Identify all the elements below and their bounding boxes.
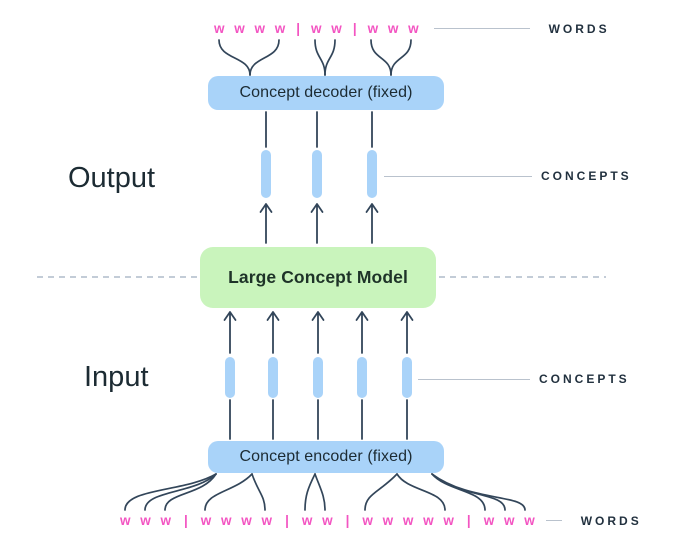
concept-bar [357,357,367,398]
word-group: w w w [367,21,419,36]
concept-decoder-box: Concept decoder (fixed) [208,76,444,110]
output-section-label: Output [68,162,156,194]
input-concept-bars [225,357,412,398]
large-concept-model-box: Large Concept Model [200,247,436,308]
word-group: w w w w [214,21,286,36]
concept-encoder-box: Concept encoder (fixed) [208,441,444,473]
concept-bar [402,357,412,398]
word-group: w w w [483,513,535,528]
word-group: w w [301,513,333,528]
concept-bar [261,150,271,198]
sentence-separator: | [285,513,289,528]
concept-bar [268,357,278,398]
words-callout-line [433,28,530,29]
concept-bar [312,150,322,198]
encoder-to-concept-lines [229,399,408,440]
sentence-separator: | [296,21,301,36]
word-group: w w w w w [362,513,454,528]
word-group: w w w [120,513,172,528]
concepts-annotation-input: CONCEPTS [539,372,630,386]
concept-bar [313,357,323,398]
words-annotation-bottom: WORDS [580,513,642,528]
words-callout-line [545,520,562,521]
bottom-words-row: w w w | w w w w | w w | w w w w w | w w … [120,513,642,528]
sentence-separator: | [345,513,350,528]
concepts-annotation-output: CONCEPTS [541,169,632,183]
word-group: w w w w [200,513,273,528]
sentence-separator: | [184,513,188,528]
encoder-word-branch-curves [124,473,526,511]
words-annotation-top: WORDS [548,21,610,36]
concept-bar [225,357,235,398]
sentence-separator: | [352,21,357,36]
large-concept-model-label: Large Concept Model [228,267,408,287]
input-section-label: Input [84,361,149,393]
concepts-callout-line [418,378,530,380]
concepts-callout-line [384,175,532,177]
concept-bar [367,150,377,198]
word-group: w w [311,21,342,36]
input-concepts-callout: CONCEPTS [418,372,630,386]
decoder-to-concept-lines [265,111,373,148]
output-concepts-callout: CONCEPTS [384,169,632,183]
output-concept-bars [261,150,377,198]
lcm-to-output-arrows [259,203,379,244]
concept-decoder-label: Concept decoder (fixed) [239,84,413,101]
decoder-word-branch-curves [218,39,412,76]
concept-encoder-label: Concept encoder (fixed) [239,448,413,465]
input-to-lcm-arrows [223,311,414,354]
sentence-separator: | [466,513,471,528]
top-words-row: w w w w | w w | w w w WORDS [214,21,610,36]
